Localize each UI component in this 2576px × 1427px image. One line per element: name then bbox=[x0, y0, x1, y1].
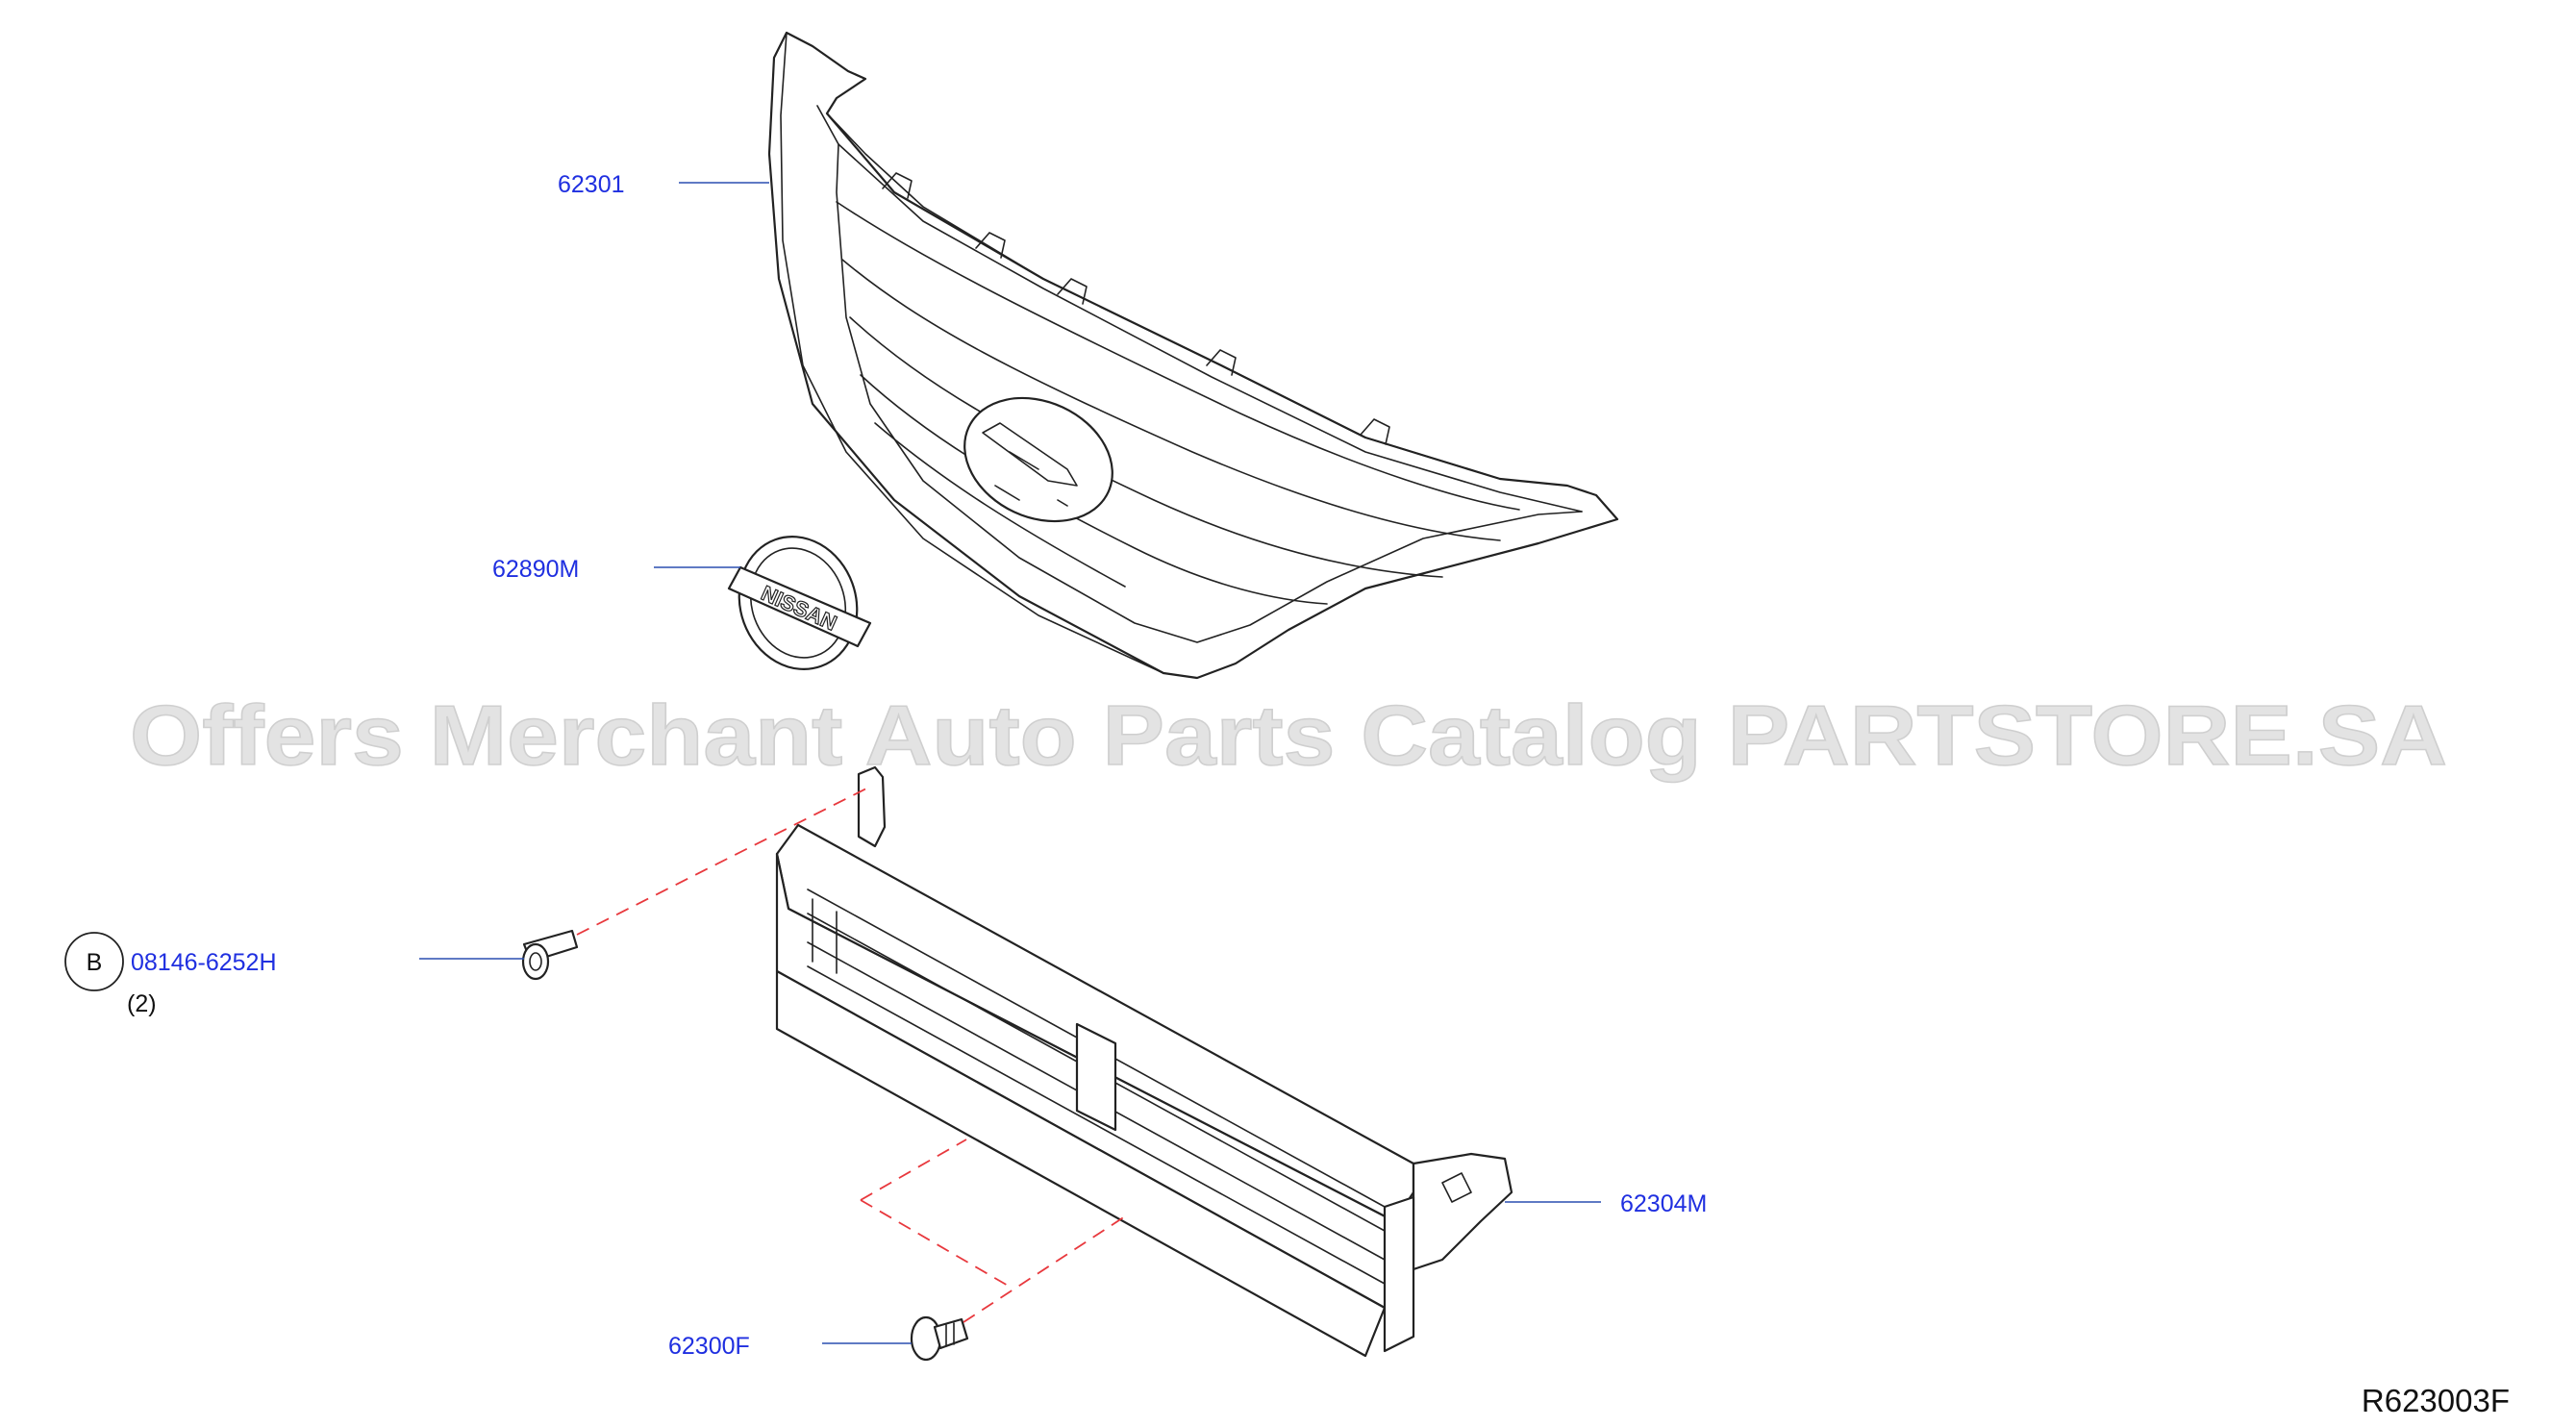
bolt-install-line bbox=[576, 786, 871, 936]
diagram-reference: R623003F bbox=[2362, 1383, 2510, 1418]
clip-install-line-3 bbox=[860, 1139, 967, 1201]
bolt-quantity: (2) bbox=[127, 990, 157, 1017]
watermark-text: Offers Merchant Auto Parts Catalog PARTS… bbox=[130, 688, 2447, 783]
air-guide-shutter bbox=[775, 765, 1513, 1358]
bolt-marker-letter: B bbox=[87, 949, 103, 976]
callout-62301[interactable]: 62301 bbox=[558, 171, 625, 198]
callout-62300f[interactable]: 62300F bbox=[668, 1333, 750, 1360]
clip-install-line-2 bbox=[860, 1199, 1011, 1288]
callout-62890m[interactable]: 62890M bbox=[492, 556, 579, 583]
grille-assembly bbox=[767, 31, 1619, 680]
bolt-part bbox=[521, 929, 579, 981]
callout-62304m[interactable]: 62304M bbox=[1620, 1190, 1707, 1217]
callout-08146-6252h[interactable]: 08146-6252H bbox=[131, 949, 277, 976]
nissan-emblem: NISSAN bbox=[727, 535, 872, 671]
clip-part bbox=[910, 1315, 969, 1362]
clip-install-line-1 bbox=[963, 1215, 1126, 1323]
bolt-marker-circle bbox=[64, 932, 124, 991]
